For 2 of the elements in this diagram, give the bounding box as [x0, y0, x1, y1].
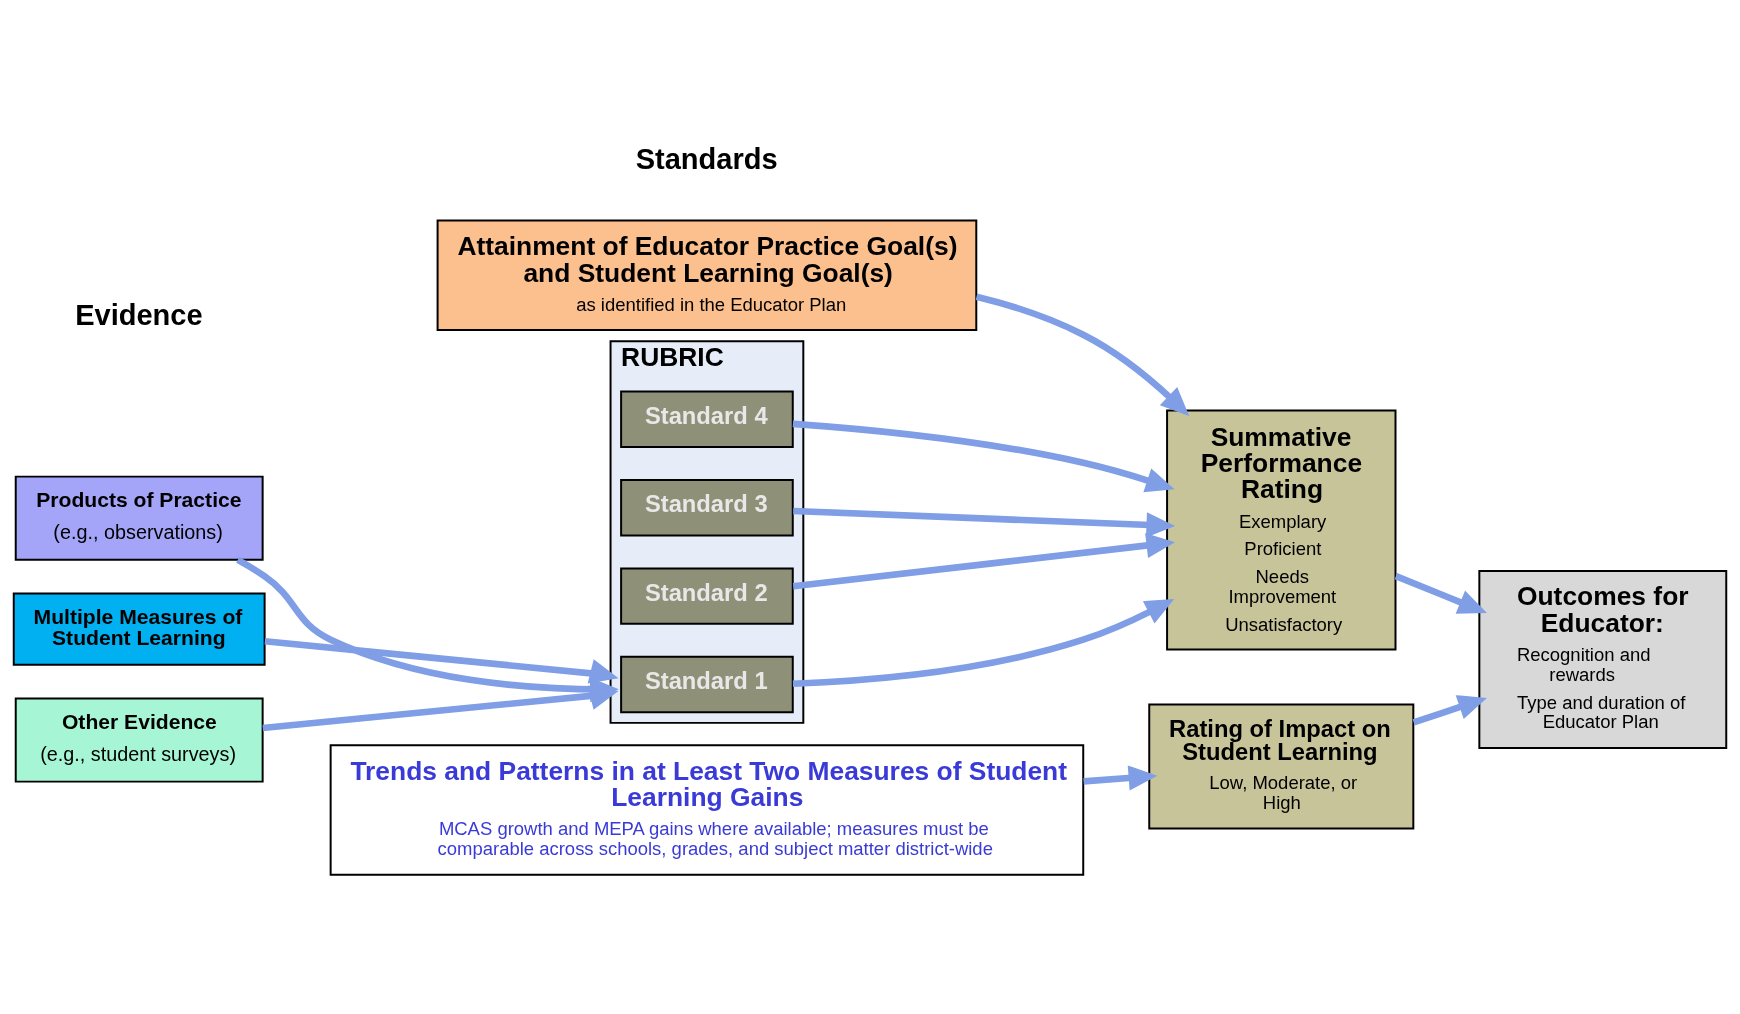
label: Standards [635, 143, 778, 176]
label: Evidence [75, 298, 203, 331]
